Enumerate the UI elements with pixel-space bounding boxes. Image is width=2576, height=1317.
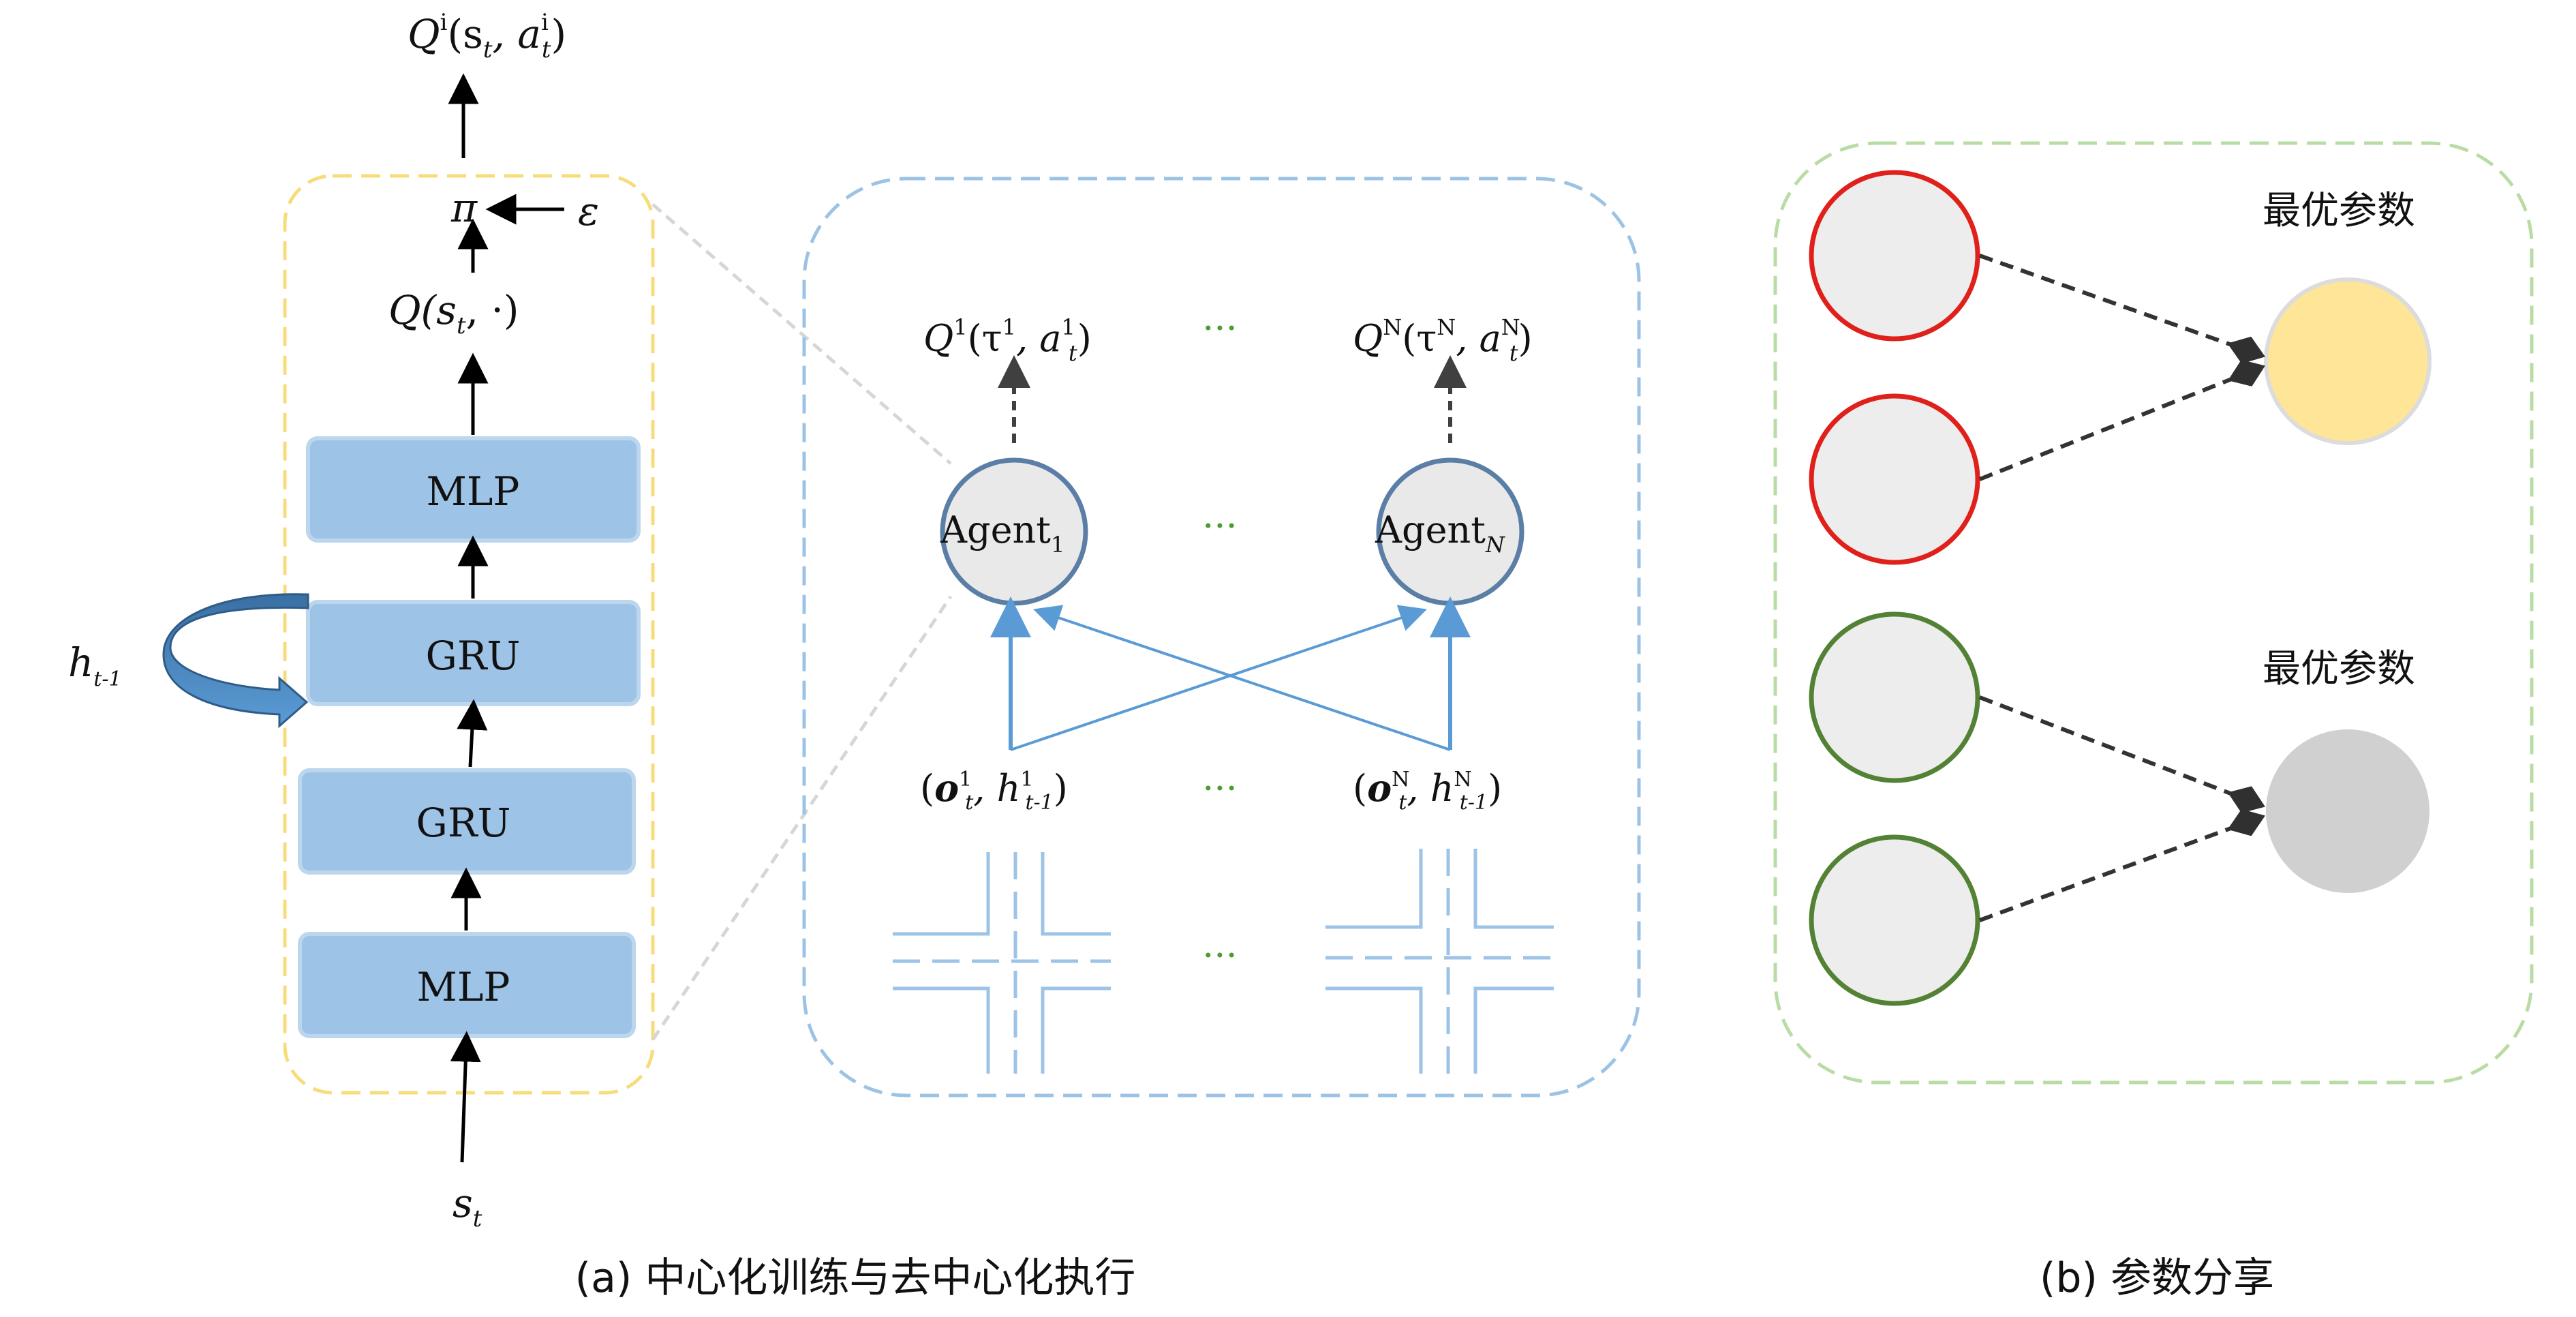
network-frame	[283, 174, 655, 1095]
agentN-label: AgentN	[1375, 509, 1505, 558]
input-state-label: st	[453, 1180, 482, 1232]
red-2-to-gold-link	[1978, 359, 2265, 481]
pi-label: π	[450, 185, 478, 231]
agent-ellipsis: ···	[1202, 504, 1238, 547]
zoom-line-bottom	[651, 595, 953, 1041]
green-1-to-gray-link	[1978, 695, 2265, 813]
obs1-to-agentN-arrow	[1010, 605, 1427, 751]
hidden-state-label: ht-1	[68, 639, 122, 691]
red-agent-2-node	[1809, 393, 1980, 565]
q-state-label: Q(st, ·)	[388, 287, 519, 339]
green-2-to-gray-link	[1978, 808, 2265, 922]
optimal-params-top-label: 最优参数	[2263, 189, 2415, 233]
param-sharing-frame	[1773, 141, 2534, 1085]
zoom-line-top	[651, 203, 952, 465]
intersection-1-icon	[893, 852, 1111, 1074]
arrow-gru-to-gru	[457, 699, 488, 768]
caption-a: (a) 中心化训练与去中心化执行	[575, 1254, 1136, 1302]
red-1-to-gold-link	[1978, 254, 2265, 364]
intersection-ellipsis: ···	[1202, 934, 1238, 977]
red-agent-1-node	[1809, 170, 1980, 342]
obs-ellipsis: ···	[1202, 767, 1238, 810]
obsN-to-agent1-arrow	[1033, 605, 1451, 751]
mlp-bottom-label: MLP	[417, 964, 510, 1010]
mlp-top-label: MLP	[427, 468, 520, 515]
shared-params-gold-node	[2264, 277, 2432, 445]
green-agent-2-node	[1809, 834, 1980, 1006]
gru-bottom-label: GRU	[416, 800, 511, 846]
shared-params-gray-node	[2266, 729, 2429, 893]
agent1-label: Agent1	[940, 509, 1064, 558]
arrow-input-to-mlp	[450, 1031, 481, 1163]
agents-frame	[802, 177, 1641, 1098]
recurrent-arrow-icon	[162, 593, 309, 729]
caption-b: (b) 参数分享	[2040, 1254, 2274, 1302]
epsilon-label: ε	[578, 188, 599, 234]
optimal-params-bottom-label: 最优参数	[2263, 647, 2415, 691]
gru-top-label: GRU	[426, 633, 521, 679]
green-agent-1-node	[1809, 611, 1980, 783]
param-sharing-panel: 最优参数 最优参数	[1773, 141, 2534, 1085]
intersection-N-icon	[1325, 849, 1554, 1074]
q-ellipsis: ···	[1202, 307, 1238, 350]
